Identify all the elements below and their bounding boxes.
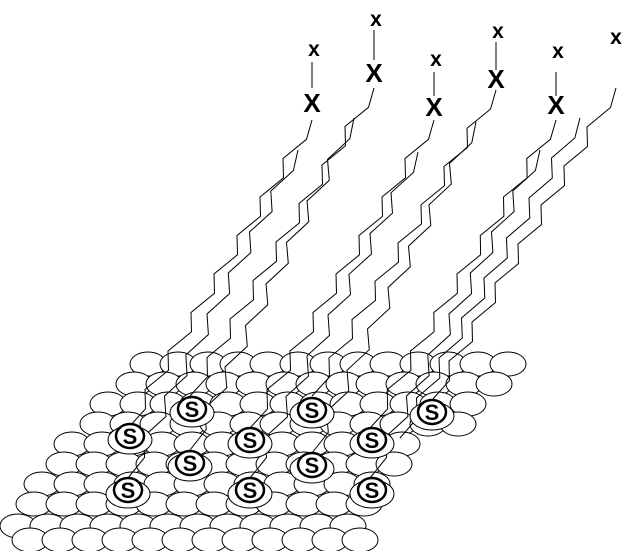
sulfur-label: S <box>243 428 258 453</box>
alkyl-chain <box>431 87 617 401</box>
endgroup-major-label: X <box>303 88 321 118</box>
alkyl-chain <box>249 119 435 429</box>
endgroup-minor-label: x <box>552 40 564 63</box>
sulfur-ring <box>176 395 208 423</box>
sulfur-label: S <box>123 424 138 449</box>
endgroup-major-label: X <box>365 58 383 88</box>
alkyl-chain <box>189 87 375 397</box>
sulfur-ring <box>416 398 448 426</box>
sulfur-atom: S <box>349 476 395 509</box>
alkyl-chain <box>189 117 355 451</box>
sulfur-label: S <box>425 400 440 425</box>
sulfur-atom: S <box>167 449 213 482</box>
alkyl-chain <box>369 119 557 429</box>
sulfur-label: S <box>365 478 380 503</box>
endgroup-minor-label: x <box>370 8 382 31</box>
sulfur-atom: S <box>107 422 153 455</box>
sulfur-ring <box>114 422 146 450</box>
sulfur-ring <box>296 396 328 424</box>
sulfur-atom: S <box>105 476 151 509</box>
sulfur-atom: S <box>289 451 335 484</box>
sulfur-ring <box>296 451 328 479</box>
sulfur-ring <box>234 426 266 454</box>
sulfur-ring <box>356 426 388 454</box>
sulfur-atom: S <box>289 396 335 429</box>
alkyl-chain <box>249 151 419 479</box>
sulfur-atom: S <box>169 395 215 428</box>
alkyl-chain <box>311 121 477 454</box>
sulfur-atom: S <box>227 426 273 459</box>
endgroup-minor-label: x <box>492 20 504 43</box>
sulfur-label: S <box>305 453 320 478</box>
sulfur-ring <box>356 476 388 504</box>
alkyl-chain <box>127 149 299 479</box>
alkyl-chains <box>127 30 617 479</box>
endgroup-major-label: X <box>547 90 565 120</box>
sulfur-ring <box>234 476 266 504</box>
alkyl-chain <box>127 119 313 429</box>
lattice-atom <box>341 527 379 551</box>
alkyl-chain <box>399 117 581 439</box>
alkyl-chain <box>311 89 497 397</box>
lattice-atom <box>375 451 413 477</box>
sulfur-atom: S <box>349 426 395 459</box>
sulfur-label: S <box>365 428 380 453</box>
endgroup-minor-label: x <box>308 38 320 61</box>
sulfur-label: S <box>243 478 258 503</box>
endgroup-minor-label: x <box>610 26 622 49</box>
chain-endgroups: X X X X Xx x x x x x <box>303 8 622 122</box>
sulfur-label: S <box>305 398 320 423</box>
sulfur-ring <box>112 476 144 504</box>
endgroup-major-label: X <box>425 92 443 122</box>
endgroup-minor-label: x <box>430 48 442 71</box>
sulfur-label: S <box>183 451 198 476</box>
sulfur-label: S <box>185 397 200 422</box>
sulfur-ring <box>174 449 206 477</box>
sulfur-atom: S <box>227 476 273 509</box>
sulfur-label: S <box>121 478 136 503</box>
endgroup-major-label: X <box>487 64 505 94</box>
sulfur-atom: S <box>409 398 455 431</box>
lattice-atom <box>475 371 513 397</box>
alkyl-chain <box>369 149 541 479</box>
